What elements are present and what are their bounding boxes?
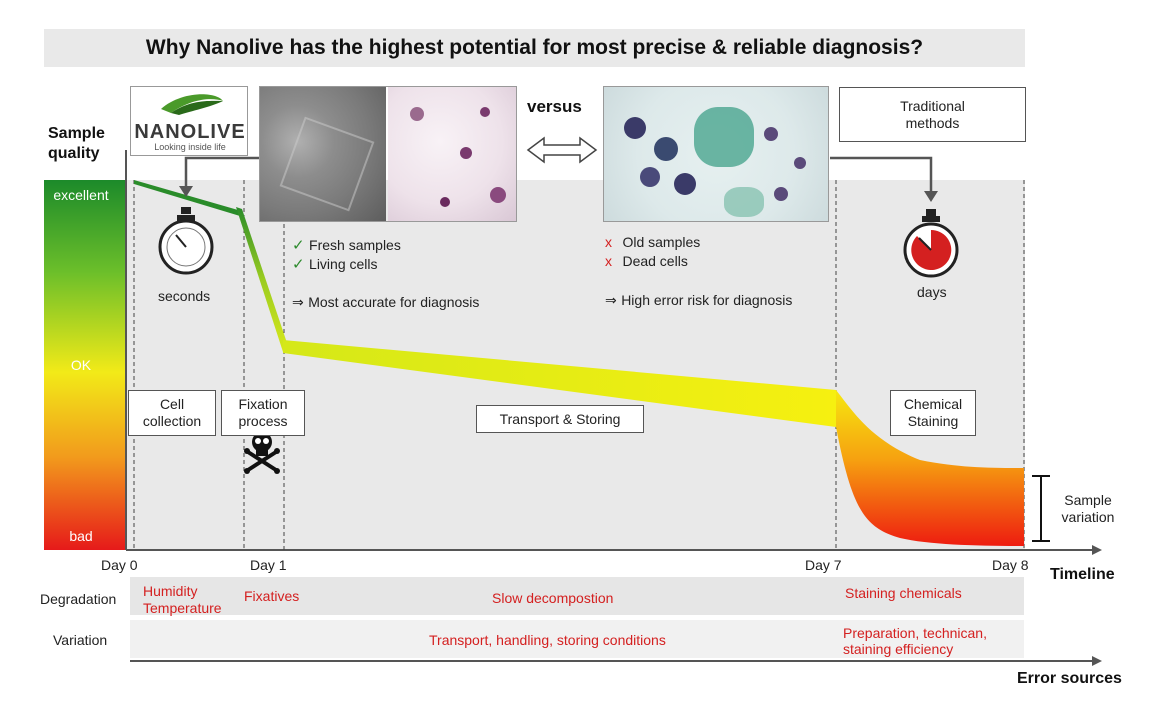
- tick-day-7: Day 7: [805, 557, 842, 573]
- implies-arrow-icon: ⇒: [605, 292, 617, 308]
- stage-transport-box: Transport & Storing: [476, 405, 644, 433]
- variation-preparation-line2: staining efficiency: [843, 641, 954, 657]
- implies-arrow-icon: ⇒: [292, 294, 304, 310]
- timer-seconds-label: seconds: [158, 288, 211, 304]
- tick-day-8: Day 8: [992, 557, 1029, 573]
- stage-cell-collection-box: Cell collection: [128, 390, 216, 436]
- stage-staining-box: Chemical Staining: [890, 390, 976, 436]
- quality-curve-fixation: [236, 207, 287, 352]
- pro-living-cells: ✓ Living cells: [292, 256, 378, 273]
- stopwatch-seconds-icon: [158, 207, 214, 275]
- timeline-label: Timeline: [1050, 566, 1115, 583]
- nanolive-logo-box: NANOLIVE Looking inside life: [130, 86, 248, 156]
- pro-fresh-samples: ✓ Fresh samples: [292, 237, 401, 254]
- timer-days-label: days: [917, 284, 947, 300]
- tick-day-0: Day 0: [101, 557, 138, 573]
- quality-curve-staining: [836, 390, 1024, 546]
- y-axis-label-line1: Sample: [48, 125, 105, 142]
- variation-label: Variation: [53, 632, 108, 648]
- timeline-arrow-icon: [1092, 545, 1102, 555]
- nanolive-arrow-icon: [184, 156, 260, 188]
- skull-crossbones-icon: [244, 432, 280, 474]
- con-result: ⇒ High error risk for diagnosis: [605, 292, 793, 308]
- degradation-row: [130, 577, 1024, 615]
- error-sources-arrow-icon: [1092, 656, 1102, 666]
- con-dead-cells: x Dead cells: [605, 253, 688, 269]
- quality-ok-label: OK: [70, 357, 92, 373]
- nanolive-tagline: Looking inside life: [154, 142, 226, 152]
- traditional-arrow-icon: [830, 156, 933, 193]
- check-icon: ✓: [292, 256, 305, 273]
- quality-bad-label: bad: [69, 528, 93, 544]
- degradation-label: Degradation: [40, 591, 117, 607]
- nanolive-logo-text: NANOLIVE: [134, 121, 246, 143]
- variation-preparation-line1: Preparation, technican,: [843, 625, 987, 641]
- pro-result: ⇒ Most accurate for diagnosis: [292, 294, 480, 310]
- degradation-slow-decomposition: Slow decompostion: [492, 590, 614, 606]
- y-axis-label-line2: quality: [48, 145, 100, 162]
- variation-row: [130, 620, 1024, 658]
- stage-fixation-box: Fixation process: [221, 390, 305, 436]
- quality-curve-fresh: [134, 180, 240, 216]
- nanolive-swoosh-icon: [161, 94, 223, 115]
- degradation-humidity: Humidity: [143, 583, 198, 599]
- sample-variation-label: Sample variation: [1061, 492, 1115, 525]
- variation-transport: Transport, handling, storing conditions: [429, 632, 666, 648]
- traditional-methods-box: Traditional methods: [839, 87, 1026, 142]
- quality-excellent-label: excellent: [53, 187, 109, 203]
- cross-icon: x: [605, 253, 612, 269]
- traditional-cell-image: [603, 86, 829, 222]
- degradation-temperature: Temperature: [143, 600, 222, 616]
- stopwatch-days-icon: [903, 209, 959, 278]
- degradation-fixatives: Fixatives: [244, 588, 300, 604]
- tick-day-1: Day 1: [250, 557, 287, 573]
- title-bar: [44, 29, 1025, 67]
- error-sources-label: Error sources: [1017, 670, 1122, 687]
- double-arrow-icon: [526, 136, 598, 164]
- nanolive-cell-image: [259, 86, 517, 222]
- con-old-samples: x Old samples: [605, 234, 701, 250]
- check-icon: ✓: [292, 237, 305, 254]
- versus-label: versus: [527, 97, 582, 116]
- page-title: Why Nanolive has the highest potential f…: [145, 36, 924, 59]
- quality-curve-transport: [283, 340, 836, 427]
- degradation-staining-chemicals: Staining chemicals: [845, 585, 962, 601]
- cross-icon: x: [605, 234, 612, 250]
- quality-gradient-bar: [44, 180, 126, 550]
- sample-variation-bracket: [1032, 475, 1050, 542]
